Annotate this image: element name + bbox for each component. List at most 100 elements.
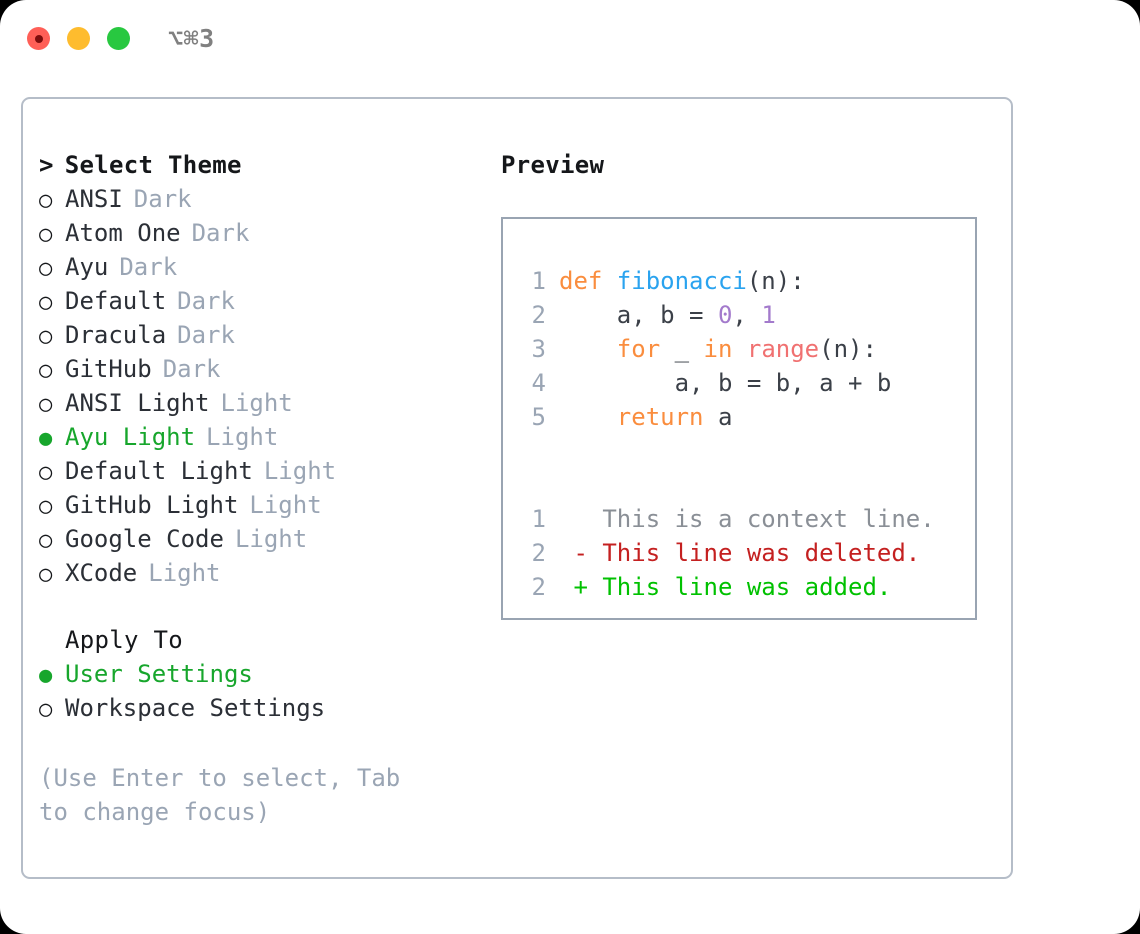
theme-name: Default Light <box>65 457 253 485</box>
diff-line: 1 This is a context line. <box>503 505 975 539</box>
radio-selected-icon: ● <box>39 663 53 688</box>
apply-to-group: Apply To ● User Settings ○ Workspace Settin… <box>39 626 479 728</box>
code-token <box>559 403 617 431</box>
apply-to-label: Workspace Settings <box>65 694 326 722</box>
theme-name: Atom One <box>65 219 181 247</box>
theme-variant-label: Dark <box>177 287 235 315</box>
radio-unselected-icon: ○ <box>39 290 53 315</box>
theme-list-item[interactable]: ○ Ayu Dark <box>39 253 479 287</box>
theme-name: Ayu Light <box>65 423 196 451</box>
theme-variant-label: Light <box>263 457 337 485</box>
code-spacer <box>503 437 975 471</box>
theme-variant-label: Dark <box>133 185 192 213</box>
theme-list-item[interactable]: ○ Google Code Light <box>39 525 479 559</box>
radio-unselected-icon: ○ <box>39 697 53 722</box>
select-theme-header: > Select Theme <box>39 151 479 185</box>
radio-unselected-icon: ○ <box>39 528 53 553</box>
keyboard-hint: (Use Enter to select, Tab to change focu… <box>39 764 401 826</box>
diff-sign: + <box>559 573 588 601</box>
theme-variant-label: Light <box>220 389 293 417</box>
minimize-button[interactable] <box>67 27 90 50</box>
theme-variant-label: Dark <box>191 219 250 247</box>
theme-variant-label: Dark <box>177 321 235 349</box>
radio-unselected-icon: ○ <box>39 222 53 247</box>
code-token: a, b = b, a + b <box>559 369 892 397</box>
caret-icon: > <box>39 151 54 179</box>
code-line: 2 a, b = 0, 1 <box>503 301 975 335</box>
theme-name: Google Code <box>65 525 224 553</box>
diff-lines: 1 This is a context line. 2 - This line w… <box>503 505 975 607</box>
line-number: 3 <box>531 335 546 363</box>
code-token: def <box>559 267 617 295</box>
line-number: 1 <box>531 505 546 533</box>
code-token: (n): <box>819 335 877 363</box>
maximize-button[interactable] <box>107 27 130 50</box>
code-token: in <box>703 335 733 363</box>
apply-to-option[interactable]: ○ Workspace Settings <box>39 694 479 728</box>
diff-text: This line was added. <box>587 573 892 601</box>
theme-list-item[interactable]: ○ Default Dark <box>39 287 479 321</box>
code-token <box>732 335 746 363</box>
radio-unselected-icon: ○ <box>39 256 53 281</box>
diff-sign <box>559 505 588 533</box>
radio-unselected-icon: ○ <box>39 460 53 485</box>
code-token: 1 <box>761 301 776 329</box>
theme-name: GitHub <box>65 355 152 383</box>
preview-header: Preview <box>501 151 605 179</box>
line-number: 2 <box>531 573 546 601</box>
code-token: 0 <box>717 301 733 329</box>
diff-sign: - <box>559 539 588 567</box>
theme-variant-label: Dark <box>119 253 178 281</box>
code-token: fibonacci <box>616 267 747 295</box>
theme-name: Dracula <box>65 321 167 349</box>
theme-list-item[interactable]: ○ Atom One Dark <box>39 219 479 253</box>
code-token: a, b = <box>559 301 718 329</box>
apply-to-list: ● User Settings ○ Workspace Settings <box>39 660 479 728</box>
code-token: , <box>732 301 762 329</box>
code-token: for <box>616 335 661 363</box>
select-theme-title: Select Theme <box>64 151 242 179</box>
apply-to-label: User Settings <box>65 660 253 688</box>
code-token: _ <box>660 335 704 363</box>
theme-name: XCode <box>65 559 138 587</box>
close-button[interactable] <box>27 27 50 50</box>
theme-name: ANSI Light <box>65 389 210 417</box>
theme-variant-label: Light <box>148 559 221 587</box>
code-token: (n): <box>746 267 805 295</box>
window-title: ⌥⌘3 <box>168 24 215 53</box>
code-spacer <box>503 471 975 505</box>
theme-name: Default <box>65 287 167 315</box>
radio-unselected-icon: ○ <box>39 324 53 349</box>
diff-line: 2 + This line was added. <box>503 573 975 607</box>
theme-variant-label: Light <box>206 423 279 451</box>
code-line: 4 a, b = b, a + b <box>503 369 975 403</box>
code-token: a <box>703 403 733 431</box>
theme-list-item[interactable]: ○ Default Light Light <box>39 457 479 491</box>
apply-to-option[interactable]: ● User Settings <box>39 660 479 694</box>
code-token <box>559 335 617 363</box>
apply-to-header: Apply To <box>65 626 183 654</box>
theme-variant-label: Light <box>234 525 308 553</box>
theme-variant-label: Dark <box>162 355 221 383</box>
theme-list-item[interactable]: ○ Dracula Dark <box>39 321 479 355</box>
theme-name: Ayu <box>65 253 109 281</box>
diff-text: This line was deleted. <box>587 539 921 567</box>
code-line: 5 return a <box>503 403 975 437</box>
line-number: 4 <box>531 369 546 397</box>
title-bar: ⌥⌘3 <box>0 0 1140 78</box>
theme-name: ANSI <box>65 185 123 213</box>
